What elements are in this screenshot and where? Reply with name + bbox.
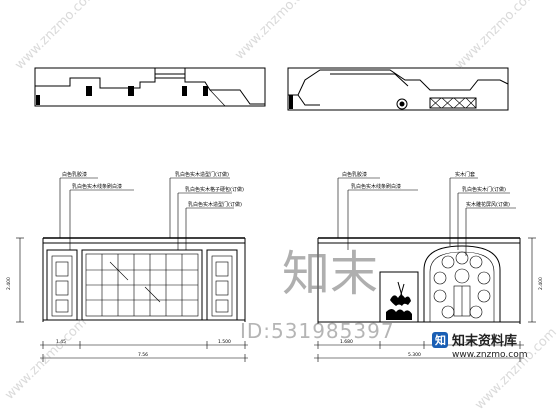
right-dim-left: 1.680 bbox=[340, 339, 353, 345]
right-dim-height: 2.400 bbox=[538, 277, 544, 290]
right-elevation bbox=[317, 237, 521, 324]
left-annotation-4: 乳白色实木格子硬包(订做) bbox=[185, 186, 244, 193]
brand-logo: 知 知末资料库 www.znzmo.com bbox=[432, 332, 527, 360]
right-dim-total: 5.300 bbox=[408, 352, 421, 358]
watermark-diagonal-2: www.znzmo.com bbox=[232, 0, 320, 63]
left-elevation bbox=[42, 237, 246, 322]
brand-name: 知末资料库 bbox=[452, 333, 517, 349]
right-annotation-4: 乳白色实木门(订做) bbox=[462, 186, 506, 193]
left-dim-left: 1.45 bbox=[56, 339, 66, 345]
right-ceiling-section bbox=[287, 67, 509, 111]
brand-url: www.znzmo.com bbox=[452, 350, 527, 360]
left-annotation-1: 白色乳胶漆 bbox=[62, 171, 87, 178]
left-annotation-3: 乳白色实木造型门(订做) bbox=[175, 171, 229, 178]
right-annotation-2: 乳白色实木线条刷白漆 bbox=[351, 183, 401, 190]
left-dim-total: 7.56 bbox=[138, 352, 148, 358]
right-annotation-1: 白色乳胶漆 bbox=[342, 171, 367, 178]
watermark-diagonal-4: www.znzmo.com bbox=[2, 315, 90, 403]
right-annotation-3: 实木门套 bbox=[455, 171, 475, 178]
left-dim-right: 1.500 bbox=[218, 339, 231, 345]
right-dim-right: 1.400 bbox=[462, 339, 475, 345]
left-dim-height: 2.400 bbox=[6, 277, 12, 290]
svg-text:知: 知 bbox=[434, 333, 446, 347]
watermark-diagonal-1: www.znzmo.com bbox=[12, 0, 100, 73]
left-annotation-2: 乳白色实木线条刷白漆 bbox=[72, 183, 122, 190]
left-ceiling-section bbox=[34, 67, 266, 107]
brand-logo-icon bbox=[432, 332, 448, 348]
right-dimensions: 1.680 1.400 5.300 2.400 bbox=[314, 237, 544, 362]
left-dimensions: 1.45 1.500 7.56 2.400 bbox=[6, 237, 248, 362]
right-annotation-5: 实木雕花屏风(订做) bbox=[466, 201, 510, 208]
left-annotation-5: 乳白色实木造型门(订做) bbox=[188, 201, 242, 208]
right-annotations: 白色乳胶漆 乳白色实木线条刷白漆 实木门套 乳白色实木门(订做) 实木雕花屏风(… bbox=[337, 171, 516, 256]
watermark-id: ID:531985397 bbox=[240, 319, 395, 343]
watermark-diagonal-3: www.znzmo.com bbox=[452, 0, 540, 73]
left-annotations: 白色乳胶漆 乳白色实木线条刷白漆 乳白色实木造型门(订做) 乳白色实木格子硬包(… bbox=[59, 171, 244, 250]
watermark-center-logo: 知末 bbox=[282, 246, 378, 302]
